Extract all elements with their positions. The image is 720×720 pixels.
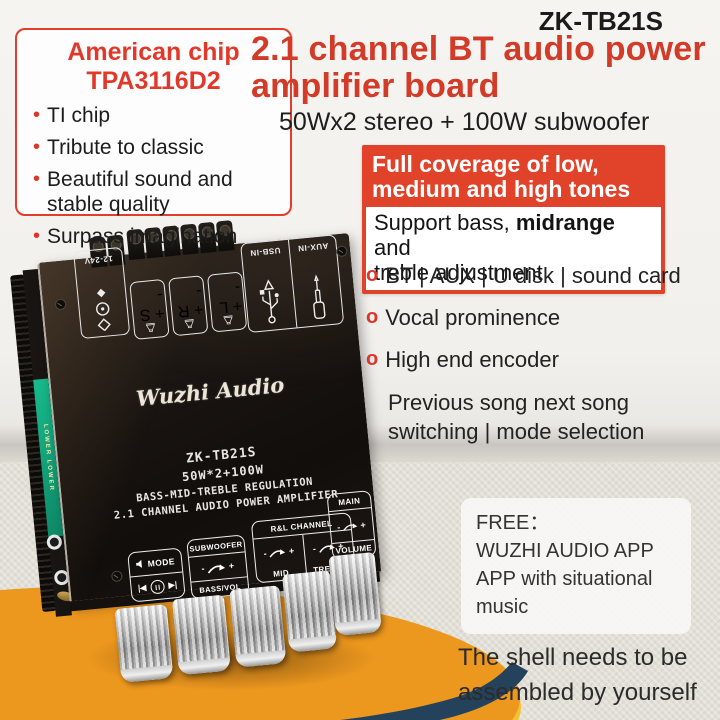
- app-description: APP with situational music: [476, 568, 653, 618]
- list-item: •TI chip: [33, 104, 111, 127]
- app-name: WUZHI AUDIO APP: [476, 540, 654, 562]
- aux-jack-icon: [312, 274, 325, 320]
- speaker-icon: [146, 322, 156, 332]
- speaker-r-label: + R -: [177, 282, 204, 320]
- gain-dial-icon: - +: [263, 545, 296, 559]
- chip-feature-box: American chip TPA3116D2 •TI chip •Tribut…: [15, 28, 292, 248]
- speaker-s-label: + S -: [139, 286, 166, 324]
- next-track-icon: ▶: [168, 580, 177, 590]
- rl-channel-label: R&L CHANNEL: [270, 518, 333, 534]
- platform-base: [340, 662, 528, 720]
- speaker-icon: [185, 319, 195, 329]
- aux-in-label: AUX-IN: [296, 241, 329, 253]
- treble-cell: - + TREBLE: [301, 530, 356, 578]
- treble-knob: [282, 570, 338, 653]
- main-heading: 2.1 channel BT audio power amplifier boa…: [251, 30, 706, 105]
- mid-cell: - + MID: [254, 535, 306, 582]
- subwoofer-label: SUBWOOFER: [189, 539, 243, 554]
- dc-power-icon: [96, 288, 112, 332]
- gain-dial-icon: - +: [336, 519, 367, 532]
- speaker-icon: [223, 315, 234, 325]
- tone-feature-heading: Full coverage of low, medium and high to…: [372, 151, 631, 202]
- list-item: •Beautiful sound and stable quality: [33, 168, 233, 216]
- main-volume-knob: [328, 552, 382, 637]
- list-item: •Tribute to classic: [33, 136, 204, 159]
- free-app-box: FREE： WUZHI AUDIO APP APP with situation…: [461, 498, 691, 634]
- product-model-title: ZK-TB21S: [538, 6, 663, 36]
- power-input-label-box: 12-24V: [73, 246, 131, 340]
- main-label: MAIN: [337, 495, 361, 507]
- mode-control-box: MODE ◀ ▶: [127, 547, 186, 603]
- speaker-icon: [136, 559, 143, 568]
- aux-label-cell: AUX-IN: [287, 235, 344, 328]
- subwoofer-control-box: SUBWOOFER - + BASS/VOL: [186, 534, 250, 600]
- gain-dial-icon: - +: [201, 560, 235, 574]
- chip-box-title: American chip TPA3116D2: [67, 38, 240, 95]
- speaker-l-label: + L -: [219, 278, 243, 316]
- free-label: FREE：: [476, 512, 550, 534]
- rl-channel-control-box: R&L CHANNEL - + MID -: [250, 512, 357, 584]
- subwoofer-knob: [171, 594, 231, 676]
- power-subtitle: 50Wx2 stereo + 100W subwoofer: [279, 108, 650, 136]
- usb-icon: [259, 279, 279, 324]
- song-switching-note: Previous song next song switching | mode…: [388, 390, 645, 444]
- mode-label: MODE: [147, 555, 176, 569]
- chip-bullet-list: •TI chip •Tribute to classic •Beautiful …: [25, 103, 282, 249]
- amplifier-board: LOWER LOWER: [10, 220, 382, 683]
- list-item: •Surpass imagination: [33, 225, 238, 248]
- tone-feature-box: Full coverage of low, medium and high to…: [362, 145, 665, 294]
- speaker-label-group: + S - + R - + L -: [129, 271, 248, 340]
- power-input-label: 12-24V: [83, 253, 114, 266]
- subwoofer-output-label-box: + S -: [129, 278, 170, 340]
- usb-label-cell: USB-IN: [241, 240, 296, 332]
- left-output-label-box: + L -: [206, 271, 248, 333]
- main-volume-control-box: MAIN - + VOLUME: [326, 490, 377, 561]
- pause-icon: [149, 579, 166, 595]
- tone-feature-detail: Support bass, midrange and treble adjust…: [366, 207, 661, 290]
- gain-dial-icon: - +: [312, 540, 345, 554]
- shell-assembly-note: The shell needs to be assembled by yours…: [458, 644, 697, 706]
- input-label-box: USB-IN AUX-IN: [240, 234, 345, 334]
- right-output-label-box: + R -: [168, 275, 209, 337]
- mode-knob: [114, 604, 174, 683]
- mid-knob: [229, 585, 287, 668]
- previous-track-icon: ◀: [138, 583, 148, 593]
